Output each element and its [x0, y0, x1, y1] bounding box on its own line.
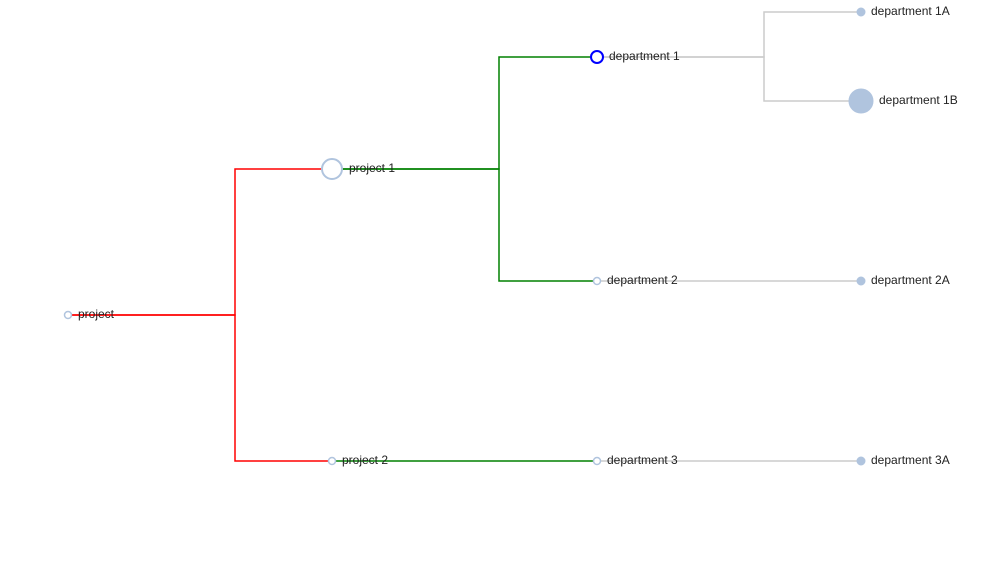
link-project-1-to-department-2: [332, 168, 597, 282]
node-project-1[interactable]: project 1: [321, 158, 395, 180]
node-circle[interactable]: [63, 310, 73, 320]
node-label: department 1: [609, 49, 680, 63]
node-project-2[interactable]: project 2: [327, 453, 389, 467]
node-label: department 2: [607, 273, 678, 287]
node-department-1[interactable]: department 1: [590, 49, 680, 64]
node-circle[interactable]: [592, 456, 602, 466]
node-circle[interactable]: [856, 7, 866, 17]
node-label: project 1: [349, 161, 395, 175]
links: [68, 11, 861, 462]
node-department-1a[interactable]: department 1A: [856, 4, 950, 18]
node-label: project 2: [342, 453, 388, 467]
node-circle[interactable]: [856, 456, 866, 466]
node-label: project: [78, 307, 115, 321]
node-label: department 1A: [871, 4, 950, 18]
node-circle[interactable]: [327, 456, 337, 466]
node-circle[interactable]: [592, 276, 602, 286]
node-root[interactable]: project: [63, 307, 115, 321]
node-label: department 3A: [871, 453, 950, 467]
node-department-3[interactable]: department 3: [592, 453, 679, 467]
link-project-to-project-2: [68, 314, 332, 462]
link-project-to-project-1: [68, 168, 332, 316]
node-circle[interactable]: [848, 88, 874, 114]
node-circle[interactable]: [856, 276, 866, 286]
link-project-1-to-department-1: [332, 56, 597, 170]
link-department-1-to-department-1b: [597, 56, 861, 102]
node-department-3a[interactable]: department 3A: [856, 453, 950, 467]
node-department-2a[interactable]: department 2A: [856, 273, 950, 287]
node-label: department 1B: [879, 93, 958, 107]
node-department-1b[interactable]: department 1B: [848, 88, 958, 114]
node-department-2[interactable]: department 2: [592, 273, 679, 287]
node-circle[interactable]: [321, 158, 343, 180]
node-label: department 2A: [871, 273, 950, 287]
node-circle[interactable]: [590, 50, 604, 64]
node-label: department 3: [607, 453, 678, 467]
